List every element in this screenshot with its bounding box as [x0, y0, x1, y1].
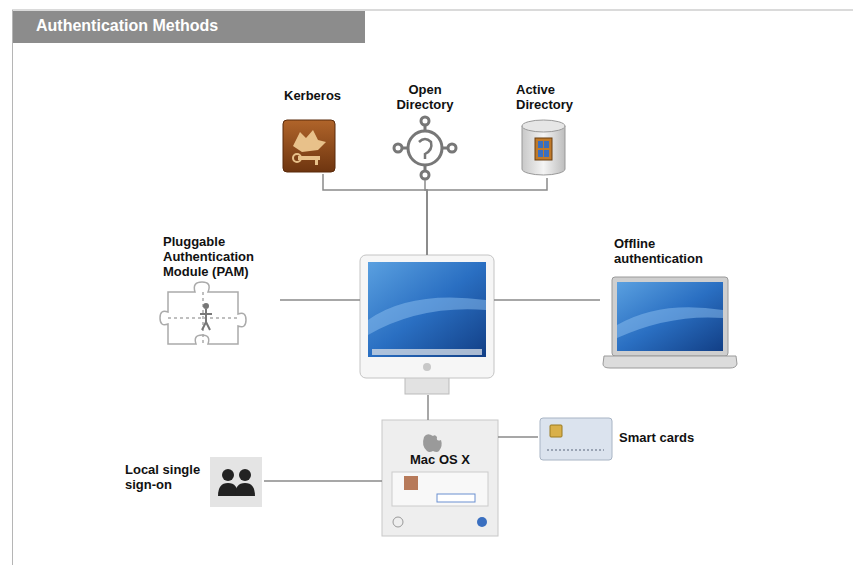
connector-line: [280, 299, 360, 301]
connector-line: [427, 178, 547, 255]
connector-line: [498, 436, 538, 438]
node-label: Kerberos: [284, 88, 364, 103]
method-node: Smart cards: [538, 415, 720, 461]
connector-line: [494, 299, 600, 301]
kerberos-icon: [283, 120, 335, 172]
method-node: [360, 255, 494, 395]
connector-line: [264, 480, 382, 482]
puzzle-icon: [160, 282, 246, 344]
method-node: Local single sign-on: [122, 452, 264, 510]
connector-line: [427, 395, 429, 420]
node-label: Mac OS X: [382, 452, 498, 467]
method-node: Offline authentication: [600, 236, 738, 370]
page-frame: [12, 10, 853, 565]
method-node: Active Directory: [512, 82, 582, 178]
imac-computer: [360, 255, 494, 394]
connector-line: [323, 174, 427, 255]
node-label: Local single sign-on: [125, 462, 210, 492]
method-node: Mac OS X: [382, 420, 498, 536]
node-label: Pluggable Authentication Module (PAM): [163, 234, 280, 279]
method-node: Kerberos: [280, 88, 366, 174]
node-label: Smart cards: [619, 430, 719, 445]
laptop-computer: [603, 277, 737, 368]
node-label: Open Directory: [385, 82, 465, 112]
node-label: Offline authentication: [614, 236, 724, 266]
method-node: Pluggable Authentication Module (PAM): [160, 234, 280, 346]
active-directory-icon: [522, 120, 565, 175]
users-icon: [210, 457, 262, 507]
login-window: [382, 420, 498, 536]
node-label: Active Directory: [516, 82, 582, 112]
method-node: Open Directory: [385, 82, 465, 180]
smart-card: [540, 418, 612, 460]
open-directory-icon: [394, 117, 456, 179]
title-text: Authentication Methods: [36, 16, 218, 36]
